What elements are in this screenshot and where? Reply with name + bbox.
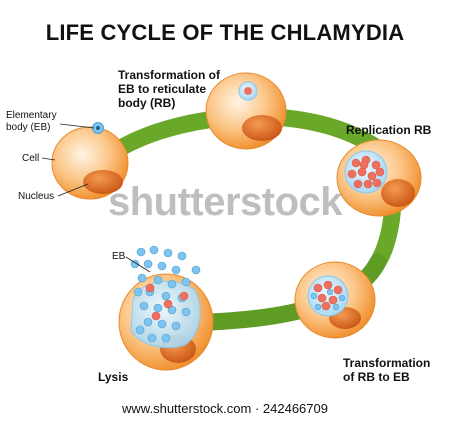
elementary-body [133, 287, 143, 297]
reticulate-body [333, 285, 343, 295]
elementary-body [161, 291, 171, 301]
leader-lines [41, 123, 151, 273]
elementary-body [171, 265, 181, 275]
elementary-body [326, 288, 334, 296]
label-transformation-eb-rb: Transformation of EB to reticulate body … [118, 68, 220, 110]
label-eb: EB [112, 251, 126, 262]
reticulate-body [244, 87, 252, 95]
reticulate-body [145, 283, 155, 293]
cycle-band-upper [103, 108, 402, 271]
elementary-body [137, 273, 147, 283]
host-cell-infection [51, 122, 129, 200]
elementary-body [338, 294, 346, 302]
elementary-body [310, 292, 318, 300]
elementary-body [143, 259, 153, 269]
reticulate-body [313, 283, 323, 293]
label-cell: Cell [22, 153, 40, 164]
reticulate-body [371, 160, 381, 170]
label-line: Elementary [6, 110, 57, 121]
label-replication-rb: Replication RB [346, 123, 432, 137]
label-elementary-body: Elementary body (EB) [6, 110, 57, 134]
cell-replication [336, 139, 422, 217]
reticulate-body [353, 179, 363, 189]
label-lysis: Lysis [98, 370, 129, 384]
reticulate-body [351, 158, 361, 168]
reticulate-body [372, 178, 382, 188]
footer-credit: www.shutterstock.com · 242466709 [122, 401, 328, 416]
reticulate-body [328, 295, 338, 305]
elementary-body [139, 301, 149, 311]
reticulate-body [163, 299, 173, 309]
elementary-body-core [96, 126, 100, 130]
released-bodies [130, 245, 201, 343]
mixed-bodies [310, 280, 346, 311]
elementary-body [130, 259, 140, 269]
reticulate-body [179, 291, 189, 301]
label-nucleus: Nucleus [18, 191, 55, 202]
elementary-body [153, 303, 163, 313]
elementary-body [161, 333, 171, 343]
elementary-body [167, 279, 177, 289]
leader-elementary-body [59, 123, 95, 129]
elementary-body [157, 261, 167, 271]
elementary-body [163, 248, 173, 258]
elementary-body [191, 265, 201, 275]
elementary-body [181, 307, 191, 317]
reticulate-body [317, 293, 327, 303]
elementary-body [143, 317, 153, 327]
page-title: LIFE CYCLE OF THE CHLAMYDIA [45, 20, 405, 45]
elementary-body [136, 247, 146, 257]
elementary-body [147, 333, 157, 343]
elementary-body [149, 245, 159, 255]
nucleus [242, 115, 282, 141]
reticulate-body [363, 179, 373, 189]
cell-lysis [118, 245, 214, 371]
leader-eb [125, 256, 151, 273]
elementary-body [177, 251, 187, 261]
elementary-body [332, 303, 340, 311]
leader-cell [41, 157, 56, 161]
elementary-body [135, 325, 145, 335]
reticulate-body [347, 169, 357, 179]
label-transformation-rb-eb: Transformation of RB to EB [343, 356, 430, 384]
label-line: body (EB) [6, 122, 51, 133]
label-line: body (RB) [118, 96, 176, 110]
elementary-body [171, 321, 181, 331]
cell-transformation-eb-rb [205, 72, 287, 150]
label-line: EB to reticulate [118, 82, 207, 96]
elementary-body [153, 275, 163, 285]
reticulate-bodies [347, 155, 385, 189]
label-line: of RB to EB [343, 370, 410, 384]
cell-transformation-rb-eb [294, 261, 376, 339]
label-line: Transformation [343, 356, 431, 370]
reticulate-body [367, 171, 377, 181]
elementary-body [181, 277, 191, 287]
label-line: Transformation of [118, 68, 221, 82]
nucleus [381, 179, 415, 207]
elementary-body [314, 303, 322, 311]
nucleus [83, 170, 123, 194]
elementary-body [157, 319, 167, 329]
reticulate-body [359, 160, 369, 170]
reticulate-body [375, 167, 385, 177]
reticulate-body [321, 301, 331, 311]
reticulate-body [323, 280, 333, 290]
leader-nucleus [57, 183, 89, 197]
reticulate-body [151, 311, 161, 321]
elementary-body [167, 305, 177, 315]
